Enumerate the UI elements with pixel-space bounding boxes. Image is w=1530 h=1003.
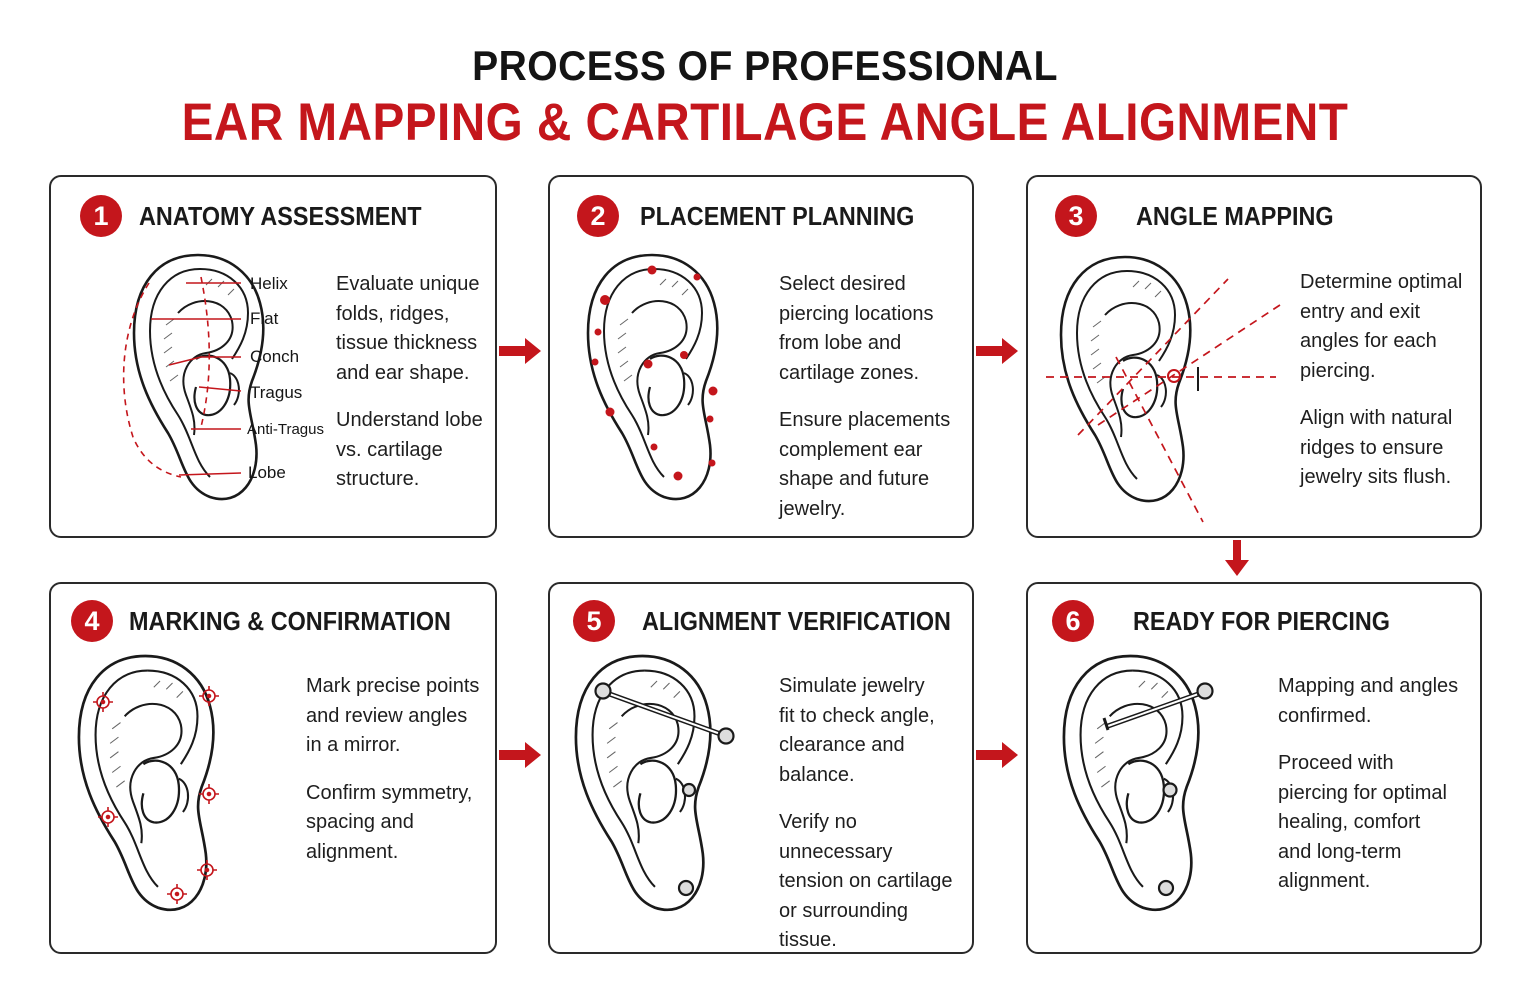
- arrow-right-icon: [499, 338, 541, 364]
- step-description: Select desired piercing locations from l…: [779, 270, 974, 542]
- step-card-placement-planning: 2 PLACEMENT PLANNING Select desired pier…: [548, 175, 974, 538]
- arrow-right-icon: [499, 742, 541, 768]
- step-title: PLACEMENT PLANNING: [640, 201, 915, 231]
- step-number-badge: 2: [577, 195, 619, 237]
- label-flat: Flat: [250, 309, 279, 328]
- step-number-badge: 6: [1052, 600, 1094, 642]
- description-paragraph: Verify no unnecessary tension on cartila…: [779, 811, 953, 951]
- ear-placement-illustration: [586, 253, 719, 501]
- label-helix: Helix: [250, 274, 288, 293]
- description-paragraph: Mapping and angles confirmed.: [1278, 675, 1459, 727]
- arrow-down-icon: [1225, 540, 1249, 576]
- angle-guide-lines: [1046, 278, 1284, 523]
- step-title: ANATOMY ASSESSMENT: [139, 201, 422, 231]
- label-conch: Conch: [250, 347, 300, 366]
- step-title: READY FOR PIERCING: [1133, 606, 1391, 636]
- piercing-dots: [591, 265, 718, 481]
- step-card-anatomy-assessment: 1 ANATOMY ASSESSMENT Helix Flat Conch Tr…: [49, 175, 497, 538]
- step-number-badge: 4: [71, 600, 113, 642]
- page-title-line-2: EAR MAPPING & CARTILAGE ANGLE ALIGNMENT: [181, 93, 1349, 152]
- description-paragraph: Determine optimal entry and exit angles …: [1300, 271, 1463, 382]
- step-number-badge: 5: [573, 600, 615, 642]
- ear-ready-illustration: [1062, 654, 1214, 912]
- description-paragraph: Select desired piercing locations from l…: [779, 273, 934, 384]
- ear-angle-mapping-illustration: [1046, 255, 1284, 523]
- label-tragus: Tragus: [250, 383, 303, 402]
- ear-marking-illustration: [77, 654, 219, 912]
- step-number-badge: 3: [1055, 195, 1097, 237]
- description-paragraph: Confirm symmetry, spacing and alignment.: [306, 781, 473, 863]
- description-paragraph: Mark precise points and review angles in…: [306, 675, 480, 756]
- step-title: MARKING & CONFIRMATION: [129, 606, 451, 636]
- industrial-barbell: [594, 682, 735, 745]
- step-description: Determine optimal entry and exit angles …: [1300, 268, 1482, 511]
- description-paragraph: Proceed with piercing for optimal healin…: [1278, 752, 1447, 892]
- industrial-barbell: [1102, 682, 1214, 731]
- label-anti-tragus: Anti-Tragus: [247, 421, 324, 438]
- step-description: Simulate jewelry fit to check angle, cle…: [779, 672, 974, 974]
- arrow-right-icon: [976, 742, 1018, 768]
- ear-jewelry-illustration: [574, 654, 735, 912]
- description-paragraph: Evaluate unique folds, ridges, tissue th…: [336, 273, 480, 384]
- step-card-alignment-verification: 5 ALIGNMENT VERIFICATION Simulate jewelr…: [548, 582, 974, 954]
- label-lobe: Lobe: [248, 463, 286, 482]
- step-title: ANGLE MAPPING: [1136, 201, 1334, 231]
- description-paragraph: Ensure placements complement ear shape a…: [779, 409, 951, 520]
- step-number-badge: 1: [80, 195, 122, 237]
- step-title: ALIGNMENT VERIFICATION: [642, 606, 951, 636]
- arrow-right-icon: [976, 338, 1018, 364]
- description-paragraph: Align with natural ridges to ensure jewe…: [1300, 407, 1453, 488]
- description-paragraph: Simulate jewelry fit to check angle, cle…: [779, 675, 935, 786]
- step-card-ready-for-piercing: 6 READY FOR PIERCING Mapping and angles …: [1026, 582, 1482, 954]
- target-markers: [93, 686, 219, 904]
- step-description: Mark precise points and review angles in…: [306, 672, 496, 885]
- page-title-line-1: PROCESS OF PROFESSIONAL: [472, 42, 1058, 89]
- ear-anatomy-illustration: [122, 253, 265, 501]
- step-description: Evaluate unique folds, ridges, tissue th…: [336, 270, 494, 513]
- step-card-marking-confirmation: 4 MARKING & CONFIRMATION Mark precise po…: [49, 582, 497, 954]
- description-paragraph: Understand lobe vs. cartilage structure.: [336, 409, 483, 490]
- step-card-angle-mapping: 3 ANGLE MAPPING Determine optimal entry …: [1026, 175, 1482, 538]
- step-description: Mapping and angles confirmed. Proceed wi…: [1278, 672, 1478, 915]
